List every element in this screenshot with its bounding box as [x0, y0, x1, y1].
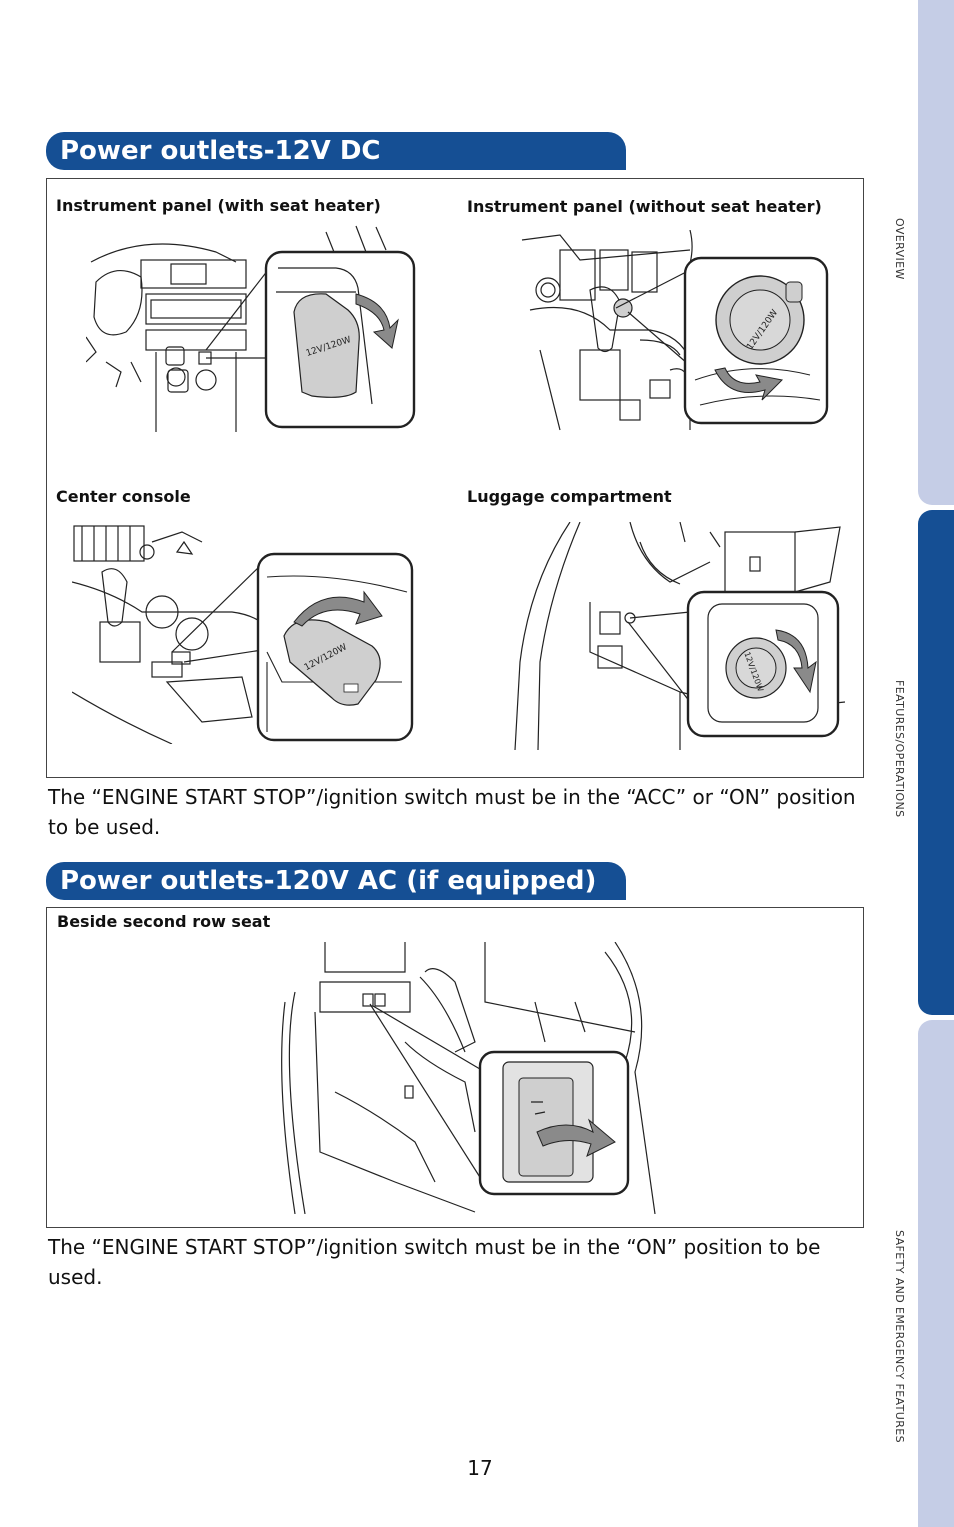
sidebar-tab-overview[interactable] [918, 0, 954, 505]
panel-caption-without-heater: Instrument panel (without seat heater) [467, 197, 822, 216]
dc-usage-note: The “ENGINE START STOP”/ignition switch … [48, 785, 856, 839]
section-title-ac: Power outlets-120V AC (if equipped) [46, 862, 626, 900]
illustration-panel-with-heater: 12V/120W [86, 225, 416, 432]
section-title-dc: Power outlets-12V DC [46, 132, 626, 170]
panel-caption-luggage: Luggage compartment [467, 487, 672, 506]
ac-illustration-frame [46, 907, 864, 1228]
illustration-panel-without-heater: 12V/120W [521, 230, 829, 431]
illustration-luggage-compartment: 12V/120W [514, 522, 845, 750]
illustration-second-row-seat [281, 942, 656, 1214]
dc-illustration-frame [46, 178, 864, 778]
illustration-center-console: 12V/120W [72, 525, 414, 744]
page-number: 17 [467, 1456, 493, 1480]
panel-caption-with-heater: Instrument panel (with seat heater) [56, 196, 381, 215]
panel-caption-second-row: Beside second row seat [57, 912, 271, 931]
ac-usage-note: The “ENGINE START STOP”/ignition switch … [48, 1235, 821, 1289]
panel-caption-center-console: Center console [56, 487, 191, 506]
sidebar-tab-features-operations[interactable] [918, 510, 954, 1015]
sidebar-tab-safety[interactable] [918, 1020, 954, 1527]
